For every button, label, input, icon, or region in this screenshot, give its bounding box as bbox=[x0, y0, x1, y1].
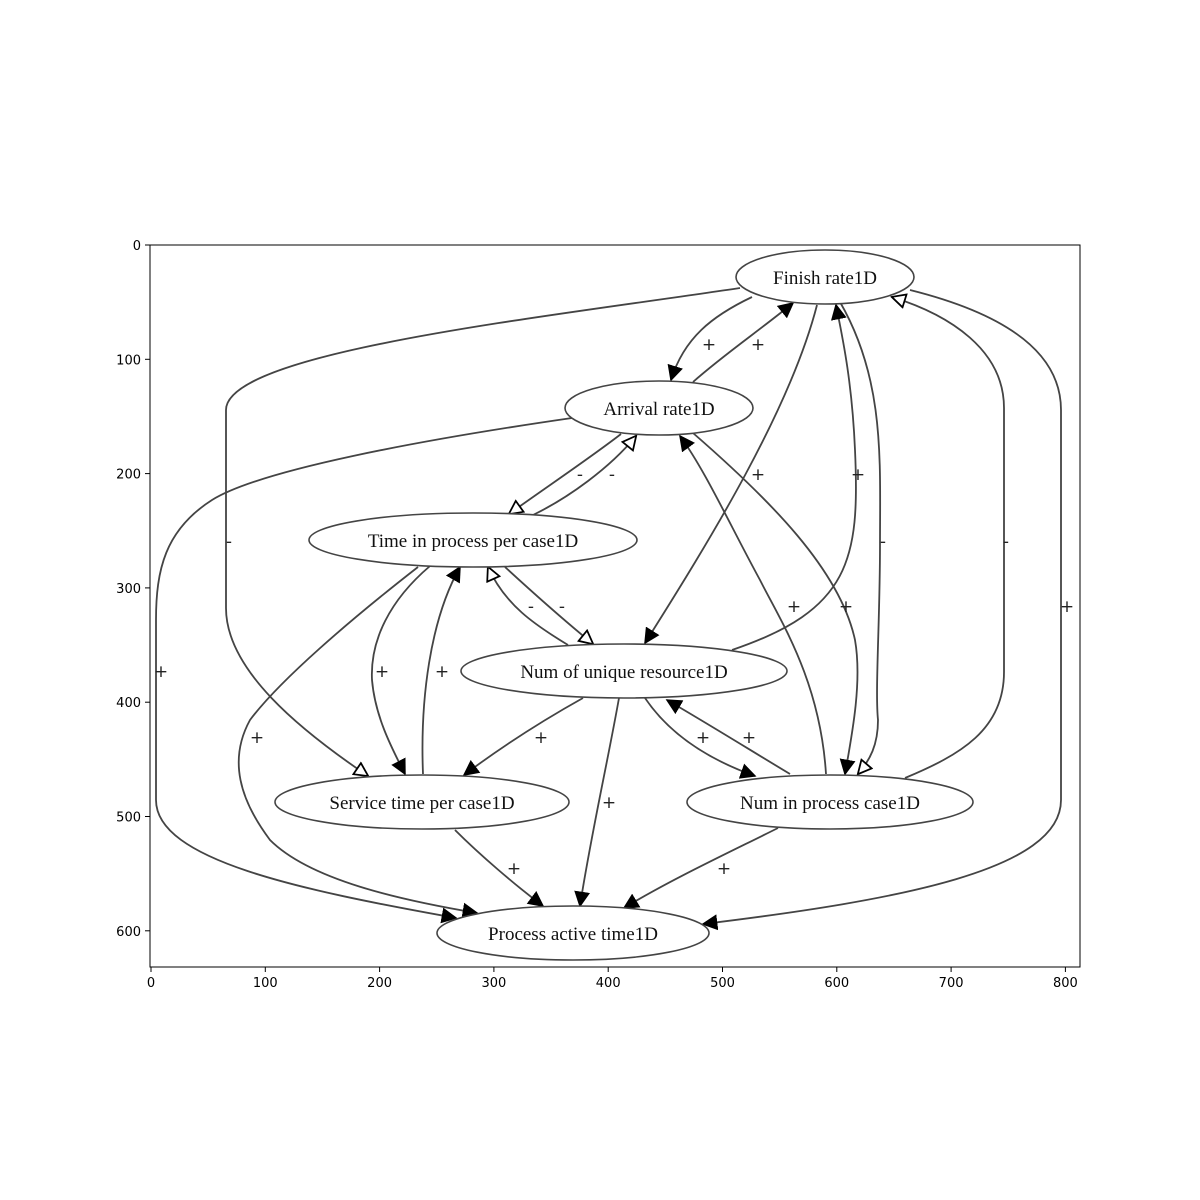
edge-nur-to-tip bbox=[488, 567, 569, 646]
edge-nur-to-stpc bbox=[462, 697, 584, 776]
node-process-active-time: Process active time1D bbox=[436, 905, 710, 961]
sign-finish-to-nur: + bbox=[751, 465, 765, 485]
node-label-num-unique-resource: Num of unique resource1D bbox=[520, 662, 727, 683]
sign-tip-to-arrival: - bbox=[609, 465, 615, 485]
sign-finish-to-pat: + bbox=[1060, 597, 1074, 617]
sign-finish-to-nip: - bbox=[880, 532, 886, 552]
sign-nip-to-nur: + bbox=[742, 728, 756, 748]
y-tick-label: 0 bbox=[133, 239, 141, 254]
edge-finish-to-arrival bbox=[667, 296, 753, 382]
sign-nip-to-finish: - bbox=[1003, 532, 1009, 552]
x-tick-label: 700 bbox=[939, 976, 964, 991]
node-label-process-active-time: Process active time1D bbox=[488, 924, 658, 945]
y-tick-label: 300 bbox=[116, 582, 141, 597]
sign-finish-to-arrival: + bbox=[702, 335, 716, 355]
sign-stpc-to-pat: + bbox=[507, 859, 521, 879]
edge-finish-to-stpc bbox=[225, 287, 741, 776]
y-tick-label: 400 bbox=[116, 696, 141, 711]
node-label-finish-rate: Finish rate1D bbox=[773, 268, 877, 289]
sign-arrival-to-pat: + bbox=[154, 662, 168, 682]
edge-arrival-to-pat bbox=[155, 417, 573, 924]
x-tick-label: 200 bbox=[367, 976, 392, 991]
node-service-time: Service time per case1D bbox=[274, 774, 570, 830]
node-finish-rate: Finish rate1D bbox=[735, 249, 915, 305]
sign-tip-to-stpc: + bbox=[375, 662, 389, 682]
sign-arrival-to-nip: + bbox=[839, 597, 853, 617]
nodes: Finish rate1D Arrival rate1D Time in pro… bbox=[274, 249, 974, 961]
node-time-in-process: Time in process per case1D bbox=[308, 512, 638, 568]
x-tick-label: 400 bbox=[596, 976, 621, 991]
sign-nur-to-nip: + bbox=[696, 728, 710, 748]
sign-nip-to-arrival: + bbox=[787, 597, 801, 617]
edge-finish-to-nip bbox=[839, 301, 882, 774]
node-label-num-in-process: Num in process case1D bbox=[740, 793, 920, 814]
edge-signs: + + + + - - - + - - + + + - - + + + + + … bbox=[154, 335, 1074, 879]
edges bbox=[155, 287, 1062, 931]
edge-nur-to-nip bbox=[644, 697, 757, 779]
x-tick-label: 600 bbox=[824, 976, 849, 991]
x-tick-label: 100 bbox=[253, 976, 278, 991]
x-tick-label: 500 bbox=[710, 976, 735, 991]
edge-nip-to-pat bbox=[622, 827, 779, 909]
y-tick-label: 500 bbox=[116, 811, 141, 826]
edge-finish-to-nur bbox=[644, 304, 818, 645]
sign-stpc-to-tip: + bbox=[435, 662, 449, 682]
edge-stpc-to-pat bbox=[454, 829, 545, 907]
edge-nip-to-nur bbox=[665, 699, 791, 775]
x-axis-ticks: 0 100 200 300 400 500 600 700 800 bbox=[147, 967, 1078, 991]
edge-tip-to-pat bbox=[237, 566, 479, 919]
y-tick-label: 200 bbox=[116, 468, 141, 483]
edge-tip-to-nur bbox=[504, 566, 593, 644]
plot-frame bbox=[149, 244, 1081, 968]
sign-finish-to-stpc: - bbox=[226, 532, 232, 552]
edge-nip-to-finish bbox=[892, 297, 1005, 779]
y-axis-ticks: 0 100 200 300 400 500 600 bbox=[116, 239, 150, 940]
sign-nur-to-pat: + bbox=[602, 793, 616, 813]
edge-tip-to-arrival bbox=[532, 436, 636, 516]
node-label-service-time: Service time per case1D bbox=[329, 793, 514, 814]
node-arrival-rate: Arrival rate1D bbox=[564, 380, 754, 436]
sign-tip-to-nur: - bbox=[559, 597, 565, 617]
edge-nip-to-arrival bbox=[679, 434, 827, 775]
node-num-in-process: Num in process case1D bbox=[686, 774, 974, 830]
node-num-unique-resource: Num of unique resource1D bbox=[460, 643, 788, 699]
edge-arrival-to-nip bbox=[692, 432, 859, 776]
edge-nur-to-finish bbox=[731, 303, 857, 651]
x-tick-label: 0 bbox=[147, 976, 155, 991]
edge-finish-to-pat bbox=[701, 289, 1062, 931]
sign-arrival-to-tip: - bbox=[577, 465, 583, 485]
edge-arrival-to-finish bbox=[692, 301, 795, 383]
sign-nur-to-finish: + bbox=[851, 465, 865, 485]
sign-arrival-to-finish: + bbox=[751, 335, 765, 355]
sign-nip-to-pat: + bbox=[717, 859, 731, 879]
edge-tip-to-stpc bbox=[371, 565, 431, 776]
x-tick-label: 300 bbox=[481, 976, 506, 991]
edge-nur-to-pat bbox=[574, 697, 620, 908]
sign-tip-to-pat: + bbox=[250, 728, 264, 748]
x-tick-label: 800 bbox=[1053, 976, 1078, 991]
y-tick-label: 100 bbox=[116, 353, 141, 368]
node-label-time-in-process: Time in process per case1D bbox=[368, 531, 578, 552]
node-label-arrival-rate: Arrival rate1D bbox=[603, 399, 714, 420]
y-tick-label: 600 bbox=[116, 925, 141, 940]
sign-nur-to-stpc: + bbox=[534, 728, 548, 748]
sign-nur-to-tip: - bbox=[528, 597, 534, 617]
edge-stpc-to-tip bbox=[421, 565, 461, 775]
edge-arrival-to-tip bbox=[509, 433, 622, 514]
